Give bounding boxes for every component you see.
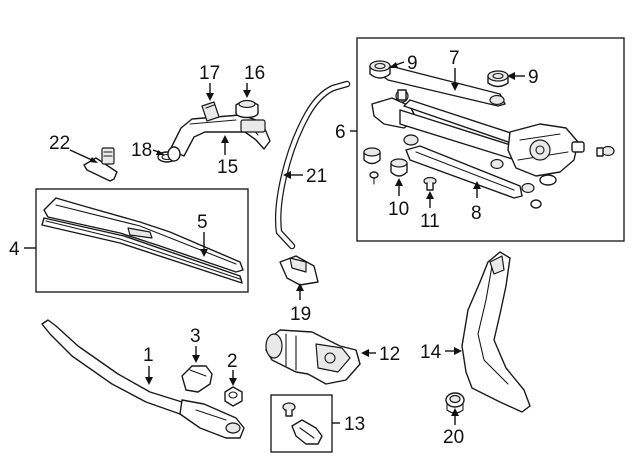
part-7-linkage-rod [375,65,506,107]
part-6-wiper-linkage-assembly [371,89,585,209]
part-9-nut-right [487,70,509,88]
part-1-wiper-arm [41,319,245,439]
part-2-nut [224,386,243,407]
part-16-cap [235,99,259,119]
callout-leaders [24,61,525,425]
part-19-hose-joint [279,255,319,286]
callout-7: 7 [449,48,460,69]
callout-13: 13 [344,414,365,435]
part-15-washer-pipe [167,114,271,162]
callout-15: 15 [217,157,238,178]
part-8-drive-rod [405,145,523,199]
callout-17: 17 [199,63,220,84]
part-5-wiper-blade [41,197,244,284]
part-6-pivot-bolt [596,145,615,157]
callout-4: 4 [9,239,20,260]
part-10-bushing [363,147,408,185]
wiper-blade-group-box [35,188,249,293]
part-17-cap [201,101,220,122]
callout-3: 3 [190,326,201,347]
callout-2: 2 [227,351,238,372]
callout-22: 22 [49,133,70,154]
callout-10: 10 [388,199,409,220]
callout-9-left: 9 [407,53,418,74]
part-3-arm-cap [181,365,213,393]
part-13-bracket [282,402,323,445]
part-22-connector [83,147,118,182]
callout-21: 21 [306,166,327,187]
callout-9-right: 9 [528,67,539,88]
callout-18: 18 [131,140,152,161]
callout-14: 14 [420,342,442,363]
callout-20: 20 [443,427,464,448]
callout-11: 11 [420,211,440,232]
part-14-washer-reservoir [461,251,531,413]
callout-12: 12 [379,344,400,365]
callout-5: 5 [197,212,208,233]
callout-labels: 22 18 17 16 15 21 19 4 5 6 7 9 9 10 11 8… [9,48,539,448]
part-12-wiper-motor [265,329,361,385]
part-11-bolt [423,176,437,191]
wiper-linkage-group-box [356,37,625,242]
callout-6: 6 [335,122,346,143]
part-9-nut-left [369,60,391,79]
callout-16: 16 [244,63,265,84]
callout-19: 19 [290,304,311,325]
callout-1: 1 [143,345,154,366]
part-21-washer-hose [274,80,351,250]
callout-8: 8 [471,203,482,224]
